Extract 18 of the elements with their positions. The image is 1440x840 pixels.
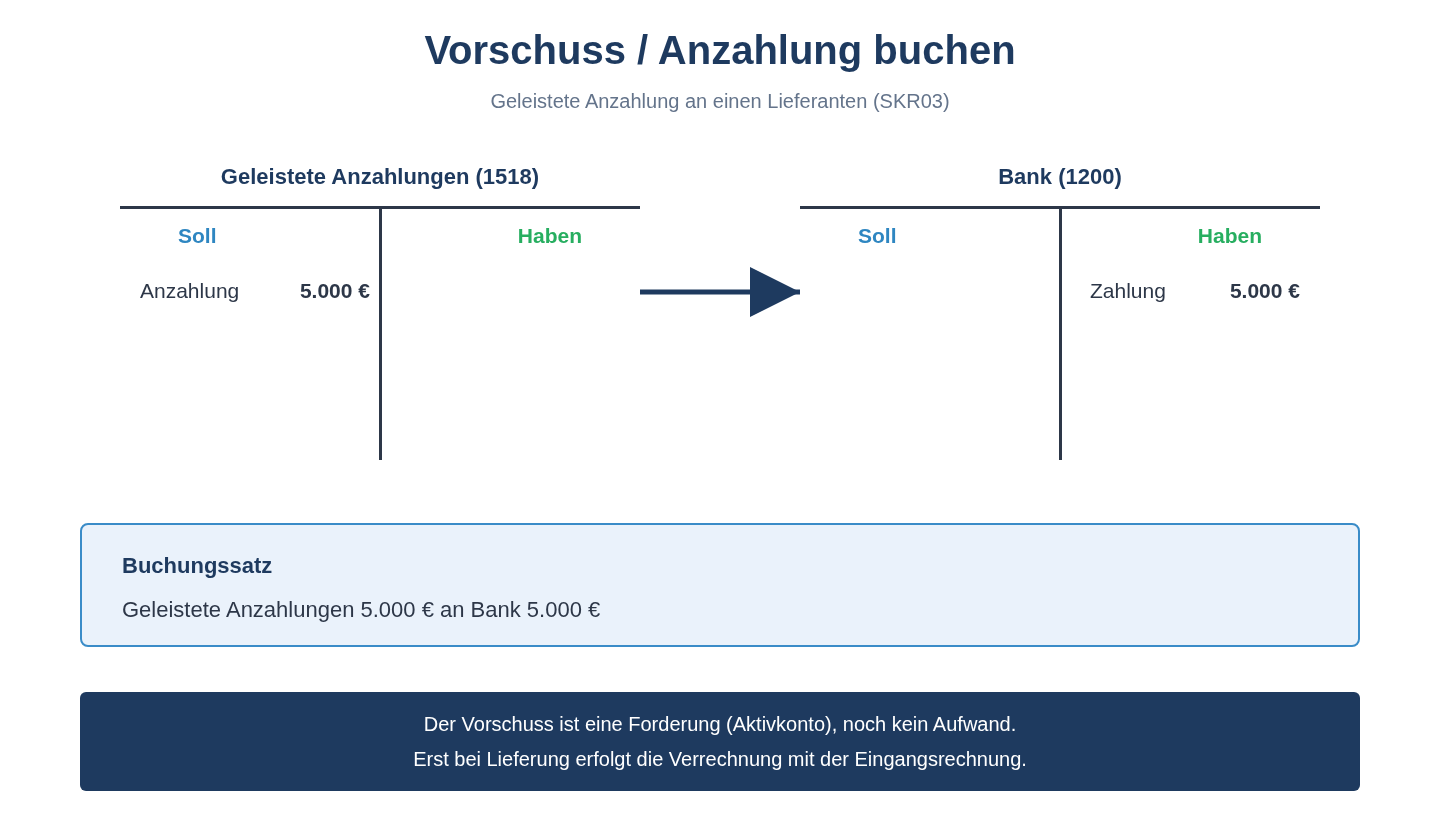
diagram-title: Vorschuss / Anzahlung buchen [424, 28, 1016, 73]
account-title: Bank (1200) [998, 164, 1122, 190]
entry-label: Zahlung [1090, 279, 1166, 303]
debit-heading: Soll [178, 224, 217, 248]
subtitle: Geleistete Anzahlung an einen Lieferanten (SKR03) [490, 90, 950, 113]
note-panel [80, 692, 1360, 791]
note-text: Der Vorschuss ist eine Forderung (Aktivkonto), noch kein Aufwand. [423, 712, 1017, 736]
panel-heading: Buchungssatz [122, 553, 273, 579]
debit-heading: Soll [858, 224, 897, 248]
entry-label: Anzahlung [140, 279, 240, 303]
credit-heading: Haben [517, 224, 582, 248]
entry-amount: 5.000 € [299, 279, 370, 303]
note-text: Erst bei Lieferung erfolgt die Verrechnung mit der Eingangsrechnung. [413, 747, 1027, 771]
entry-text: Geleistete Anzahlungen 5.000 € an Bank 5.000 € [122, 597, 601, 623]
account-title: Geleistete Anzahlungen (1518) [220, 164, 540, 190]
journal-entry-panel [80, 523, 1360, 647]
credit-heading: Haben [1197, 224, 1262, 248]
entry-amount: 5.000 € [1229, 279, 1300, 303]
